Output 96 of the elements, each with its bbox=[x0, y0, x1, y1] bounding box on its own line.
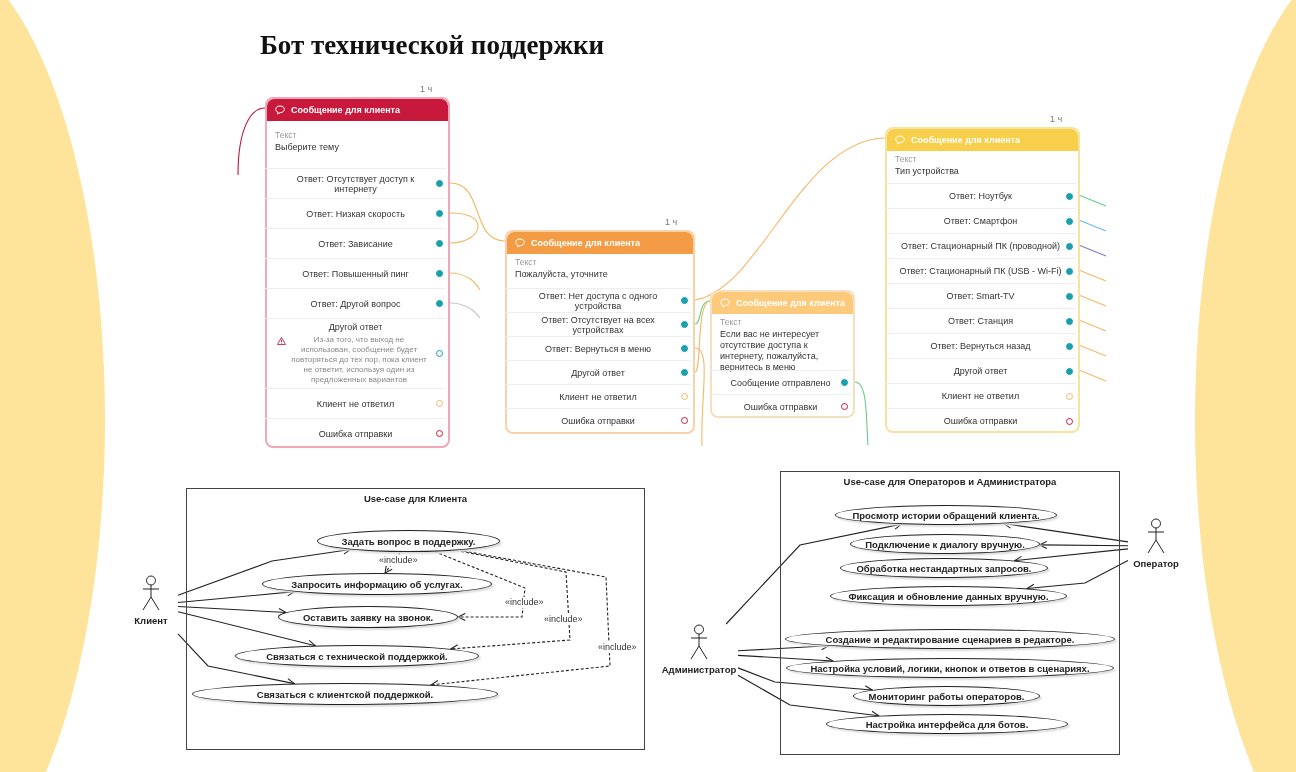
edge-label: «include» bbox=[597, 642, 638, 653]
answer-text: Клиент не ответил bbox=[559, 391, 637, 402]
answer-text: Ответ: Ноутбук bbox=[948, 191, 1013, 201]
dangling-connector bbox=[237, 107, 266, 176]
dependency-arrow bbox=[434, 551, 526, 622]
answer-text: Ошибка отправки bbox=[743, 401, 818, 412]
answer-row bbox=[505, 288, 691, 312]
answer-text: Клиент не ответил bbox=[941, 391, 1020, 401]
use-case-ellipse: Оставить заявку на звонок. bbox=[278, 606, 458, 628]
field-label: Текст bbox=[720, 317, 743, 327]
field-label: Текст bbox=[515, 257, 538, 267]
card-title: Сообщение для клиента bbox=[911, 135, 1021, 145]
dangling-connector bbox=[1079, 369, 1107, 382]
dangling-connector bbox=[1079, 194, 1107, 207]
answer-text: Ответ: Отсутствует доступ к интернету bbox=[295, 173, 416, 194]
use-case-ellipse: Создание и редактирование сценариев в редакторе. bbox=[785, 629, 1115, 649]
duration-label: 1 ч bbox=[1050, 114, 1063, 124]
dangling-connector bbox=[1079, 219, 1107, 232]
field-label: Текст bbox=[895, 154, 918, 164]
message-text: Выберите тему bbox=[275, 142, 340, 153]
actor-name: Администратор bbox=[660, 664, 738, 675]
edge-label: «include» bbox=[378, 555, 419, 566]
answer-text: Ответ: Вернуться в меню bbox=[545, 343, 651, 354]
use-case-ellipse: Фиксация и обновление данных вручную. bbox=[830, 586, 1067, 606]
dangling-connector bbox=[1079, 269, 1107, 282]
use-case-ellipse: Задать вопрос в поддержку. bbox=[317, 530, 500, 552]
system-boundary bbox=[780, 471, 1120, 755]
dependency-arrow bbox=[384, 551, 402, 574]
duration-label: 1 ч bbox=[665, 217, 678, 227]
card-title: Сообщение для клиента bbox=[736, 298, 846, 308]
dangling-connector bbox=[449, 225, 479, 244]
page-title: Бот технической поддержки bbox=[260, 30, 605, 61]
answer-text: Другой ответ bbox=[328, 322, 383, 332]
message-card bbox=[885, 127, 1080, 433]
association-arrow bbox=[737, 674, 880, 719]
answer-text: Другой ответ bbox=[953, 366, 1008, 376]
warning-text: Из-за того, что выход не использован, сообщение будет повторяться до тех пор, пока клиент не ответит, используя один из предложенных вариантов bbox=[290, 335, 428, 385]
frame-title: Use-case для Операторов и Администратора bbox=[842, 476, 1058, 487]
message-text: Пожалуйста, уточните bbox=[515, 269, 609, 280]
answer-text: Ответ: Смартфон bbox=[943, 216, 1018, 226]
dangling-connector bbox=[1079, 294, 1107, 307]
answer-row bbox=[505, 312, 691, 336]
edge-label: «include» bbox=[543, 614, 584, 625]
connector-line bbox=[694, 300, 711, 373]
dangling-connector bbox=[1079, 319, 1107, 332]
actor-name: Оператор bbox=[1132, 558, 1180, 569]
answer-text: Ошибка отправки bbox=[943, 416, 1018, 426]
answer-text: Ответ: Smart-TV bbox=[946, 291, 1015, 301]
edge-label: «include» bbox=[504, 597, 545, 608]
use-case-ellipse: Связаться с технической поддержкой. bbox=[235, 645, 479, 667]
dangling-connector bbox=[449, 212, 479, 227]
answer-text: Ответ: Другой вопрос bbox=[310, 298, 401, 309]
card-title: Сообщение для клиента bbox=[531, 238, 641, 248]
connector-line bbox=[694, 137, 886, 301]
answer-text: Клиент не ответил bbox=[316, 398, 395, 409]
use-case-ellipse: Настройка условий, логики, кнопок и ответов в сценариях. bbox=[786, 658, 1114, 678]
system-boundary bbox=[186, 488, 645, 750]
use-case-ellipse: Подключение к диалогу вручную. bbox=[850, 534, 1040, 554]
dangling-connector bbox=[854, 381, 869, 446]
duration-label: 1 ч bbox=[420, 84, 433, 94]
answer-text: Сообщение отправлено bbox=[730, 377, 831, 388]
answer-text: Другой ответ bbox=[571, 367, 625, 378]
frame-title: Use-case для Клиента bbox=[362, 493, 469, 504]
answer-text: Ответ: Вернуться назад bbox=[930, 341, 1031, 351]
actor-name: Клиент bbox=[133, 615, 169, 626]
use-case-ellipse: Запросить информацию об услугах. bbox=[262, 573, 492, 595]
answer-text: Ошибка отправки bbox=[561, 415, 635, 426]
message-card bbox=[505, 230, 695, 434]
use-case-ellipse: Мониторинг работы операторов. bbox=[853, 686, 1040, 706]
dangling-connector bbox=[1079, 244, 1107, 257]
message-card bbox=[265, 97, 450, 448]
dangling-connector bbox=[1079, 344, 1107, 357]
field-label: Текст bbox=[275, 130, 298, 140]
use-case-ellipse: Обработка нестандартных запросов. bbox=[840, 558, 1048, 578]
use-case-ellipse: Просмотр истории обращений клиента. bbox=[835, 505, 1057, 525]
message-card bbox=[710, 290, 855, 418]
association-arrow bbox=[1039, 540, 1129, 550]
dangling-connector bbox=[449, 272, 481, 291]
message-text: Тип устройства bbox=[895, 166, 960, 177]
use-case-ellipse: Связаться с клиентской поддержкой. bbox=[192, 683, 498, 705]
connector-line bbox=[449, 182, 506, 242]
dangling-connector bbox=[694, 347, 705, 447]
association-arrow bbox=[1026, 560, 1129, 592]
answer-text: Ответ: Стационарный ПК (проводной) bbox=[900, 241, 1061, 251]
dangling-connector bbox=[449, 302, 481, 319]
use-case-ellipse: Настройка интерфейса для ботов. bbox=[826, 714, 1068, 734]
answer-text: Ответ: Отсутствует на всех устройствах bbox=[540, 314, 656, 335]
answer-text: Ответ: Станция bbox=[947, 316, 1014, 326]
answer-text: Ошибка отправки bbox=[318, 428, 393, 439]
answer-text: Ответ: Зависание bbox=[318, 238, 393, 249]
answer-text: Ответ: Стационарный ПК (USB - Wi-Fi) bbox=[899, 266, 1062, 276]
answer-text: Ответ: Повышенный пинг bbox=[302, 268, 409, 279]
answer-text: Ответ: Нет доступа с одного устройства bbox=[537, 290, 659, 311]
card-title: Сообщение для клиента bbox=[291, 105, 401, 115]
answer-text: Ответ: Низкая скорость bbox=[306, 208, 405, 219]
message-text: Если вас не интересует отсутствие доступа к интернету, пожалуйста, вернитесь в меню bbox=[720, 329, 821, 373]
